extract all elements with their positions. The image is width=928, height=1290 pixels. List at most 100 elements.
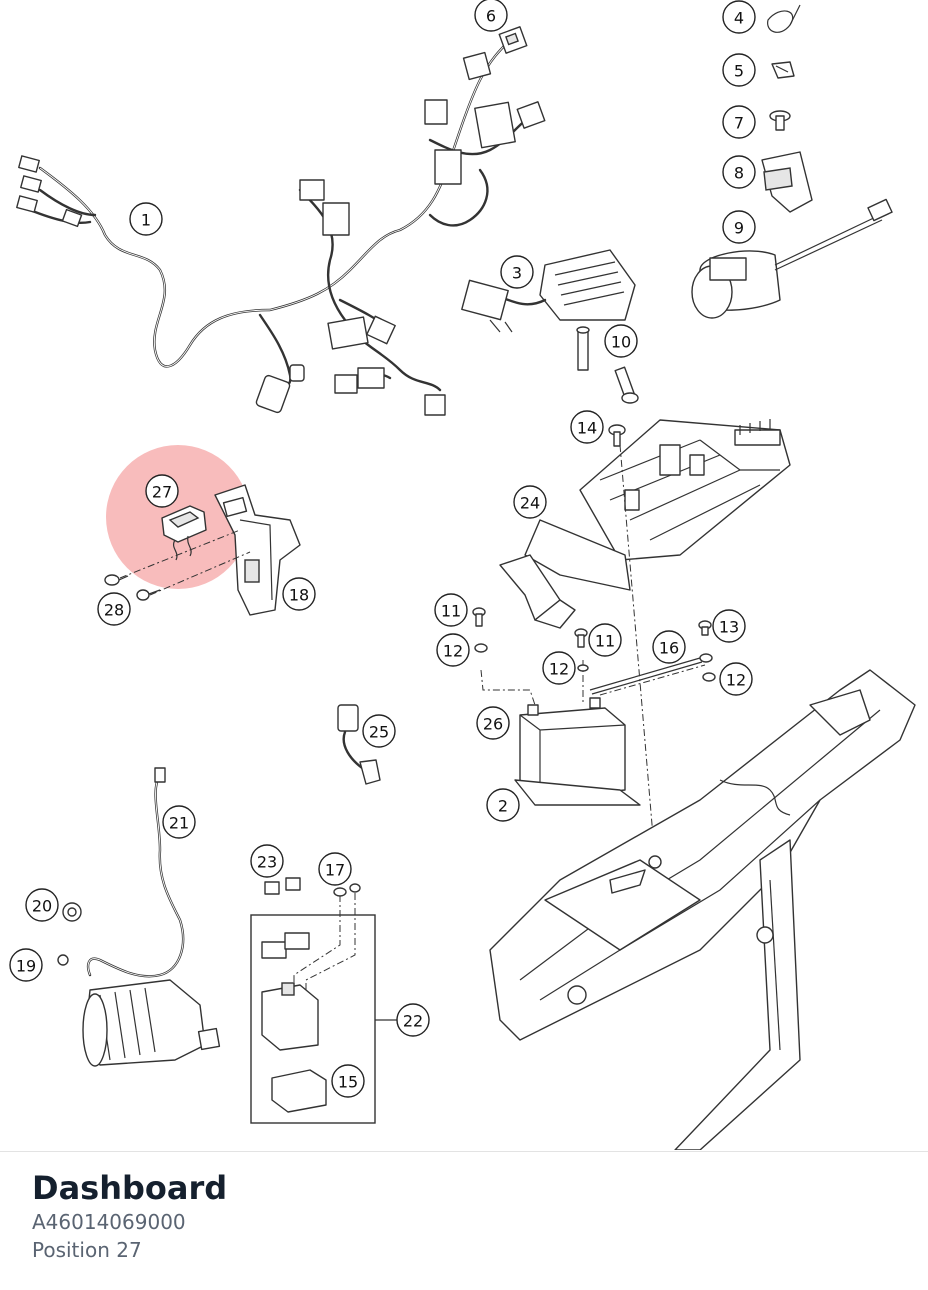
starter-motor[interactable]: [82, 979, 221, 1067]
callout-label: 12: [549, 660, 569, 679]
callout-28[interactable]: 28: [97, 592, 131, 626]
clip-part-5[interactable]: [771, 61, 795, 79]
callout-5[interactable]: 5: [722, 53, 756, 87]
callout-circle: [722, 53, 756, 87]
screw-part-13[interactable]: [698, 620, 712, 636]
callout-12[interactable]: 12: [436, 633, 470, 667]
callout-circle: [513, 485, 547, 519]
battery-pad-part-2[interactable]: [514, 779, 641, 806]
callout-23[interactable]: 23: [250, 844, 284, 878]
washer-part-12-right[interactable]: [702, 672, 716, 682]
callout-label: 19: [16, 957, 36, 976]
nut-part-19[interactable]: [57, 954, 69, 966]
callout-22[interactable]: 22: [396, 1003, 430, 1037]
cable-boot-part-25[interactable]: [337, 704, 381, 785]
callout-10[interactable]: 10: [604, 324, 638, 358]
screw-part-14[interactable]: [608, 424, 626, 447]
part-title: Dashboard: [32, 1169, 228, 1207]
callout-12[interactable]: 12: [542, 651, 576, 685]
callout-12[interactable]: 12: [719, 662, 753, 696]
callout-label: 18: [289, 586, 309, 605]
callout-13[interactable]: 13: [712, 609, 746, 643]
callout-15[interactable]: 15: [331, 1064, 365, 1098]
callout-19[interactable]: 19: [9, 948, 43, 982]
callout-label: 12: [443, 642, 463, 661]
screw-part-11-right[interactable]: [574, 628, 588, 648]
screw-part-28[interactable]: [104, 574, 161, 601]
callout-circle: [722, 155, 756, 189]
starter-cable-part-21[interactable]: [86, 767, 185, 978]
callout-label: 22: [403, 1012, 423, 1031]
dashboard-part-27[interactable]: [161, 505, 207, 561]
callout-circle: [588, 623, 622, 657]
callout-2[interactable]: 2: [486, 788, 520, 822]
callout-11[interactable]: 11: [588, 623, 622, 657]
callout-circle: [500, 255, 534, 289]
callout-9[interactable]: 9: [722, 210, 756, 244]
callout-8[interactable]: 8: [722, 155, 756, 189]
callout-1[interactable]: 1: [129, 202, 163, 236]
callout-label: 11: [441, 602, 461, 621]
voltage-regulator-part-3[interactable]: [461, 249, 636, 333]
callout-14[interactable]: 14: [570, 410, 604, 444]
washer-part-12-mid[interactable]: [577, 664, 589, 672]
callout-circle: [162, 805, 196, 839]
callout-label: 10: [611, 333, 631, 352]
fuse-box-group-part-22[interactable]: [250, 893, 398, 1124]
part-number: A46014069000: [32, 1210, 186, 1234]
callout-6[interactable]: 6: [474, 0, 508, 32]
rear-subframe[interactable]: [489, 669, 916, 1150]
screw-part-11-left[interactable]: [472, 607, 486, 627]
cable-part-16[interactable]: [589, 653, 713, 695]
callout-16[interactable]: 16: [652, 630, 686, 664]
callout-circle: [145, 474, 179, 508]
callout-17[interactable]: 17: [318, 852, 352, 886]
callout-label: 20: [32, 897, 52, 916]
callout-3[interactable]: 3: [500, 255, 534, 289]
callout-27[interactable]: 27: [145, 474, 179, 508]
part-info-panel: Dashboard A46014069000 Position 27: [32, 1168, 892, 1264]
callout-20[interactable]: 20: [25, 888, 59, 922]
cable-tie-part-4[interactable]: [767, 4, 801, 33]
callout-label: 4: [734, 9, 744, 28]
part-position: Position 27: [32, 1238, 142, 1262]
callout-circle: [722, 105, 756, 139]
washer-part-12-left[interactable]: [474, 643, 488, 653]
screws-part-17[interactable]: [333, 883, 361, 897]
callout-label: 24: [520, 494, 540, 513]
callout-21[interactable]: 21: [162, 805, 196, 839]
electronics-box-part-24[interactable]: [499, 419, 791, 629]
fuse-holder-part-15[interactable]: [271, 1069, 327, 1113]
callout-circle: [652, 630, 686, 664]
bracket-part-18[interactable]: [214, 484, 301, 616]
callout-circle: [486, 788, 520, 822]
callout-circle: [97, 592, 131, 626]
fuses-part-23[interactable]: [264, 877, 301, 895]
connector-part-6[interactable]: [498, 26, 528, 54]
callout-4[interactable]: 4: [722, 0, 756, 34]
callout-25[interactable]: 25: [362, 714, 396, 748]
callout-circle: [474, 0, 508, 32]
callout-label: 23: [257, 853, 277, 872]
callout-circle: [331, 1064, 365, 1098]
callout-circle: [570, 410, 604, 444]
clamp-part-20[interactable]: [62, 902, 82, 922]
callout-label: 15: [338, 1073, 358, 1092]
expansion-rivet-part-7[interactable]: [769, 110, 791, 131]
callout-11[interactable]: 11: [434, 593, 468, 627]
callout-7[interactable]: 7: [722, 105, 756, 139]
callout-label: 17: [325, 861, 345, 880]
callout-circle: [712, 609, 746, 643]
callout-circle: [129, 202, 163, 236]
relay-module-part-9[interactable]: [691, 198, 893, 319]
callout-label: 28: [104, 601, 124, 620]
bolt-part-10[interactable]: [576, 326, 639, 404]
callout-18[interactable]: 18: [282, 577, 316, 611]
wiring-harness[interactable]: [16, 38, 546, 416]
callout-24[interactable]: 24: [513, 485, 547, 519]
cover-cap-part-8[interactable]: [761, 151, 813, 213]
callout-label: 7: [734, 114, 744, 133]
callout-circle: [25, 888, 59, 922]
callout-26[interactable]: 26: [476, 706, 510, 740]
